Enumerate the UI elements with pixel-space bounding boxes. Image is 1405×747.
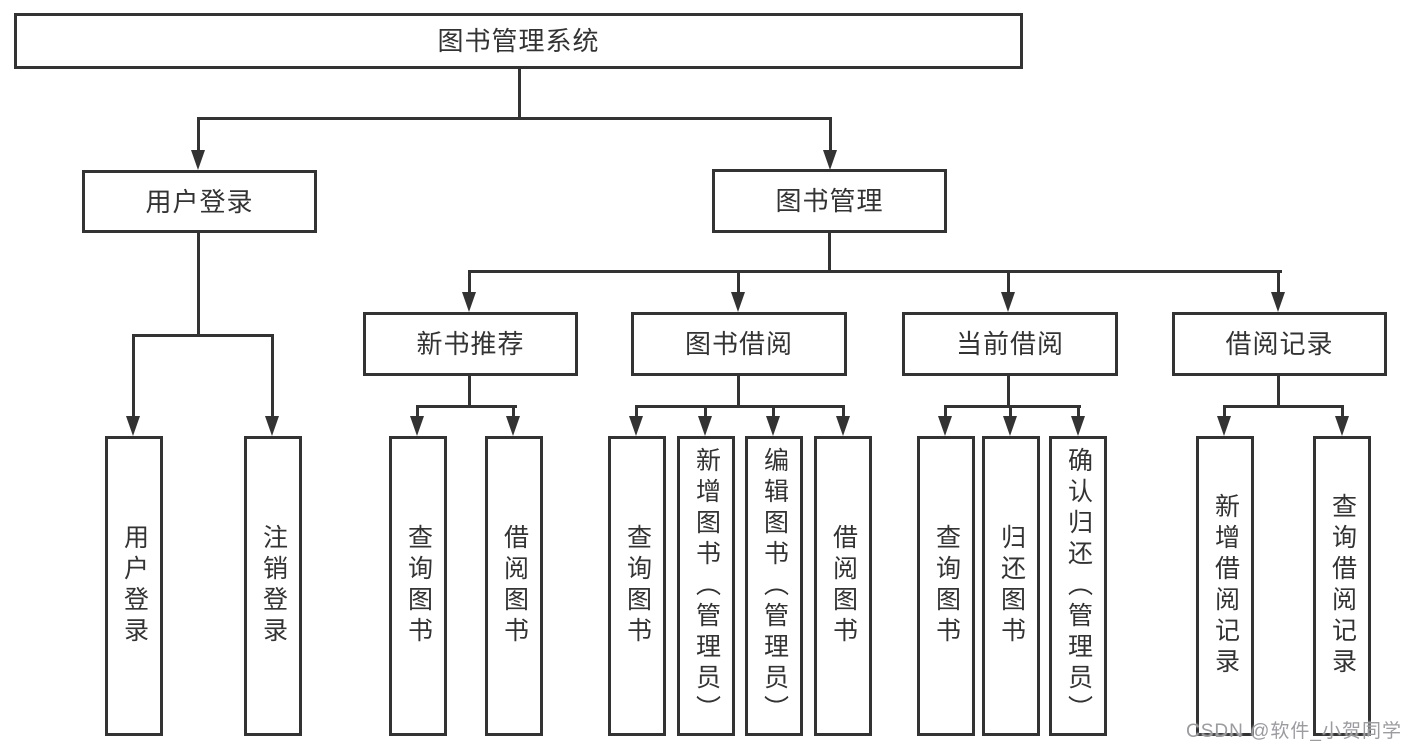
connector-line xyxy=(842,405,845,419)
connector-line xyxy=(468,270,1282,273)
node-label: 图书管理系统 xyxy=(437,26,600,56)
node-label: 查询图书 xyxy=(623,524,652,648)
node-label: 当前借阅 xyxy=(955,329,1064,359)
node-label: 查询图书 xyxy=(404,524,433,648)
node-label: 新书推荐 xyxy=(416,329,525,359)
arrow-down-icon xyxy=(823,150,837,170)
arrow-down-icon xyxy=(126,416,140,436)
csdn-watermark: CSDN @软件_小贺同学 xyxy=(1186,721,1402,742)
connector-line xyxy=(416,405,419,419)
node-library-system: 图书管理系统 xyxy=(14,13,1023,69)
connector-line xyxy=(1341,405,1344,419)
node-label: 查询借阅记录 xyxy=(1328,493,1357,679)
connector-line xyxy=(1223,405,1226,419)
connector-line xyxy=(944,405,1081,408)
arrow-down-icon xyxy=(1071,416,1085,436)
node-label: 注销登录 xyxy=(259,524,288,648)
leaf-borrow-books: 借阅图书 xyxy=(814,436,872,736)
arrow-down-icon xyxy=(1217,416,1231,436)
connector-line xyxy=(944,405,947,419)
leaf-logout: 注销登录 xyxy=(244,436,302,736)
connector-line xyxy=(132,334,135,418)
node-label: 编辑图书（管理员） xyxy=(760,446,789,726)
arrow-down-icon xyxy=(410,416,424,436)
node-user-login: 用户登录 xyxy=(82,170,317,233)
connector-line xyxy=(468,270,471,296)
connector-line xyxy=(772,405,775,419)
connector-line xyxy=(1277,375,1280,407)
arrow-down-icon xyxy=(1335,416,1349,436)
leaf-add-borrow-record: 新增借阅记录 xyxy=(1196,436,1254,736)
arrow-down-icon xyxy=(938,416,952,436)
node-book-management: 图书管理 xyxy=(712,169,947,233)
connector-line xyxy=(1277,270,1280,296)
node-label: 借阅记录 xyxy=(1225,329,1334,359)
leaf-edit-books-admin: 编辑图书（管理员） xyxy=(745,436,803,736)
node-borrowing-records: 借阅记录 xyxy=(1172,312,1387,376)
node-label: 借阅图书 xyxy=(500,524,529,648)
arrow-down-icon xyxy=(191,150,205,170)
arrow-down-icon xyxy=(1003,416,1017,436)
connector-line xyxy=(829,117,832,153)
connector-line xyxy=(197,117,200,153)
node-label: 归还图书 xyxy=(997,524,1026,648)
leaf-add-books-admin: 新增图书（管理员） xyxy=(677,436,735,736)
node-label: 查询图书 xyxy=(932,524,961,648)
connector-line xyxy=(1223,405,1344,408)
connector-line xyxy=(1007,375,1010,407)
connector-line xyxy=(1009,405,1012,419)
leaf-query-books-recommend: 查询图书 xyxy=(389,436,447,736)
node-label: 图书借阅 xyxy=(684,329,793,359)
node-label: 用户登录 xyxy=(145,186,254,217)
arrow-down-icon xyxy=(506,416,520,436)
node-current-borrowing: 当前借阅 xyxy=(902,312,1118,376)
connector-line xyxy=(737,375,740,407)
arrow-down-icon xyxy=(1271,292,1285,312)
connector-line xyxy=(468,375,471,407)
node-label: 确认归还（管理员） xyxy=(1064,446,1093,726)
connector-line xyxy=(1077,405,1080,419)
leaf-query-borrow-record: 查询借阅记录 xyxy=(1313,436,1371,736)
arrow-down-icon xyxy=(1001,292,1015,312)
connector-line xyxy=(271,334,274,418)
node-label: 新增借阅记录 xyxy=(1211,493,1240,679)
arrow-down-icon xyxy=(462,292,476,312)
connector-line xyxy=(197,117,831,120)
arrow-down-icon xyxy=(731,292,745,312)
connector-line xyxy=(512,405,515,419)
leaf-query-books-borrow: 查询图书 xyxy=(608,436,666,736)
connector-line xyxy=(828,232,831,273)
node-label: 图书管理 xyxy=(775,186,884,216)
connector-line xyxy=(518,68,521,120)
connector-line xyxy=(635,405,845,408)
connector-line xyxy=(704,405,707,419)
node-label: 用户登录 xyxy=(120,524,149,648)
leaf-query-books-current: 查询图书 xyxy=(917,436,975,736)
arrow-down-icon xyxy=(766,416,780,436)
node-label: 借阅图书 xyxy=(829,524,858,648)
leaf-confirm-return-admin: 确认归还（管理员） xyxy=(1049,436,1107,736)
arrow-down-icon xyxy=(629,416,643,436)
leaf-return-books: 归还图书 xyxy=(982,436,1040,736)
connector-line xyxy=(737,270,740,296)
connector-line xyxy=(416,405,517,408)
arrow-down-icon xyxy=(265,416,279,436)
arrow-down-icon xyxy=(836,416,850,436)
node-book-borrowing: 图书借阅 xyxy=(631,312,847,376)
connector-line xyxy=(132,334,274,337)
node-label: 新增图书（管理员） xyxy=(692,446,721,726)
connector-line xyxy=(635,405,638,419)
connector-line xyxy=(1007,270,1010,296)
leaf-borrow-books-recommend: 借阅图书 xyxy=(485,436,543,736)
node-new-book-recommendation: 新书推荐 xyxy=(363,312,578,376)
arrow-down-icon xyxy=(698,416,712,436)
connector-line xyxy=(197,232,200,337)
leaf-user-login: 用户登录 xyxy=(105,436,163,736)
